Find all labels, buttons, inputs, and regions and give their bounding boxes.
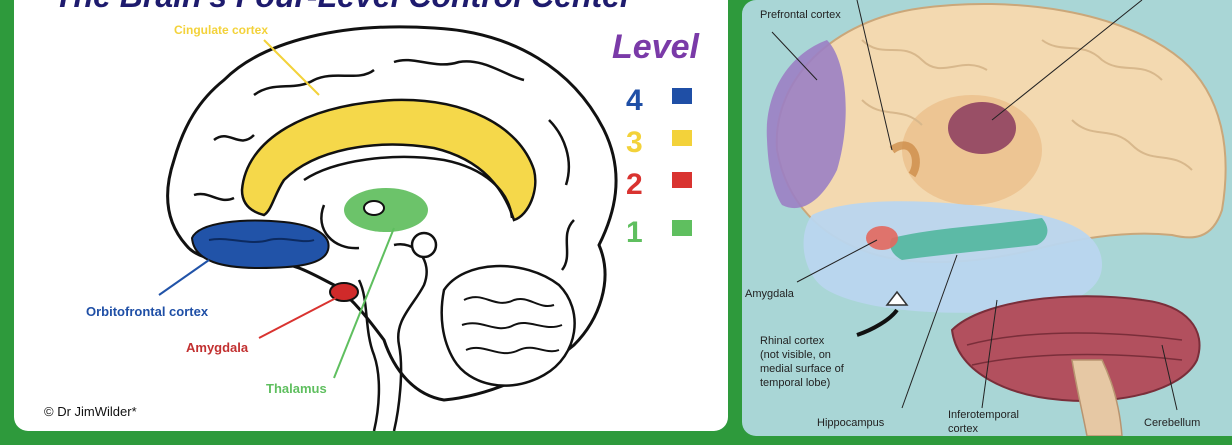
label-cerebellum: Cerebellum — [1144, 417, 1200, 429]
legend-level-3: 3 — [626, 126, 643, 159]
lateral-brain-panel: Prefrontal cortex Amygdala Rhinal cortex… — [742, 0, 1232, 436]
legend-swatch-2 — [672, 172, 692, 188]
thalamus-region — [344, 188, 428, 232]
label-cingulate-cortex: Cingulate cortex — [174, 23, 268, 37]
orbitofrontal-cortex-region — [192, 221, 329, 268]
legend-level-4: 4 — [626, 84, 643, 117]
lateral-brain-illustration: Prefrontal cortex Amygdala Rhinal cortex… — [742, 0, 1232, 436]
legend-level-2: 2 — [626, 168, 643, 201]
label-hippocampus: Hippocampus — [817, 417, 885, 429]
credit-text: © Dr JimWilder* — [44, 404, 137, 419]
legend-swatch-4 — [672, 88, 692, 104]
legend-title: Level — [612, 28, 700, 66]
amygdala-right-region — [866, 226, 898, 250]
label-rhinal-cortex-1: Rhinal cortex — [760, 335, 825, 347]
medial-brain-diagram: Cingulate cortex Orbitofrontal cortex Am… — [14, 0, 728, 431]
legend-swatch-3 — [672, 130, 692, 146]
legend-level-1: 1 — [626, 216, 643, 249]
label-orbitofrontal-cortex: Orbitofrontal cortex — [86, 304, 209, 319]
legend-swatch-1 — [672, 220, 692, 236]
label-amygdala-right: Amygdala — [745, 288, 795, 300]
label-rhinal-cortex-4: temporal lobe) — [760, 377, 830, 389]
label-amygdala-left: Amygdala — [186, 340, 249, 355]
label-rhinal-cortex-2: (not visible, on — [760, 349, 831, 361]
label-inferotemporal-cortex-1: Inferotemporal — [948, 409, 1019, 421]
label-inferotemporal-cortex-2: cortex — [948, 423, 978, 435]
legend: Level 4 3 2 1 — [612, 28, 700, 249]
insula-region — [948, 102, 1016, 154]
label-rhinal-cortex-3: medial surface of — [760, 363, 845, 375]
label-thalamus: Thalamus — [266, 381, 327, 396]
label-prefrontal-cortex: Prefrontal cortex — [760, 9, 841, 21]
medial-brain-panel: The Brain's Four-Level Control Center — [14, 0, 728, 431]
